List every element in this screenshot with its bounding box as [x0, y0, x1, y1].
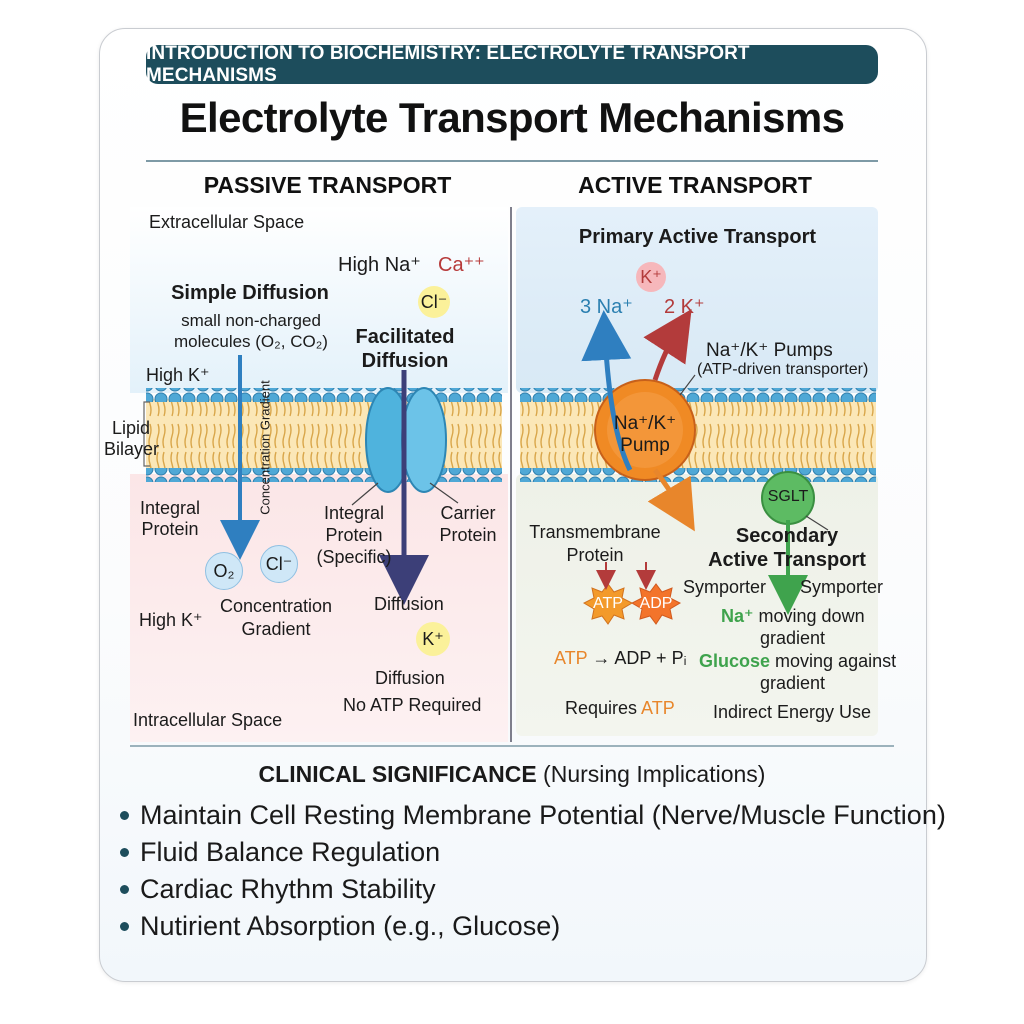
- transmembrane-line2: Protein: [566, 545, 624, 565]
- three-na-label: 3 Na⁺: [580, 296, 633, 318]
- diffusion-label-2: Diffusion: [375, 668, 445, 688]
- adp-burst-label: ADP: [639, 595, 673, 612]
- list-item: Nutirient Absorption (e.g., Glucose): [118, 908, 946, 945]
- integral-specific-line2: Protein: [325, 525, 383, 545]
- symporter-right-label: Symporter: [800, 577, 884, 597]
- k-ion: K⁺: [416, 622, 450, 656]
- na-moving-suffix: moving down: [753, 606, 865, 626]
- pump-label-line2: Pump: [620, 435, 670, 456]
- clinical-item-text: Cardiac Rhythm Stability: [140, 874, 436, 904]
- cl-ion-top: Cl⁻: [418, 286, 450, 318]
- transmembrane-line1: Transmembrane: [529, 522, 661, 542]
- requires-atp-word: ATP: [641, 698, 675, 718]
- page-title: Electrolyte Transport Mechanisms: [179, 94, 845, 141]
- pumps-label-line2: (ATP-driven transporter): [697, 361, 869, 378]
- glucose-prefix: Glucose: [699, 651, 771, 671]
- clinical-list: Maintain Cell Resting Membrane Potential…: [118, 797, 946, 945]
- integral-protein-line2: Protein: [141, 519, 199, 539]
- na-moving-prefix: Na⁺: [721, 606, 754, 626]
- title-divider: [146, 160, 878, 162]
- carrier-protein-line2: Protein: [439, 525, 497, 545]
- o2-molecule: O₂: [205, 552, 243, 590]
- passive-transport-heading: PASSIVE TRANSPORT: [203, 172, 452, 198]
- clinical-title-bold: CLINICAL SIGNIFICANCE: [258, 761, 537, 787]
- active-transport-heading: ACTIVE TRANSPORT: [578, 172, 812, 198]
- list-item: Cardiac Rhythm Stability: [118, 871, 946, 908]
- atp-reaction: ATP → ADP + Pᵢ: [554, 648, 686, 669]
- cl-ion-bottom: Cl⁻: [260, 545, 298, 583]
- requires-prefix: Requires: [565, 698, 642, 718]
- na-moving-down: Na⁺ moving down: [721, 606, 865, 627]
- ca-label: Ca⁺⁺: [438, 254, 485, 276]
- high-na-label: High Na⁺: [338, 254, 421, 276]
- gradient-label-2: gradient: [760, 673, 826, 693]
- secondary-active-line2: Active Transport: [708, 549, 866, 571]
- gradient-label-1: gradient: [760, 628, 826, 648]
- facilitated-diffusion-line2: Diffusion: [361, 350, 449, 372]
- atp-reaction-rest: → ADP + Pᵢ: [587, 648, 687, 668]
- indirect-energy-label: Indirect Energy Use: [713, 702, 872, 722]
- carrier-protein-line1: Carrier: [440, 503, 496, 523]
- concentration-gradient-vertical: Concentration Gradient: [257, 380, 273, 515]
- facilitated-diffusion-line1: Facilitated: [355, 326, 455, 348]
- bullet-icon: [120, 922, 129, 931]
- k-ion-active: K⁺: [636, 262, 666, 292]
- high-k-bottom-label: High K⁺: [139, 610, 203, 630]
- pump-label-line1: Na⁺/K⁺: [613, 413, 677, 434]
- list-item: Maintain Cell Resting Membrane Potential…: [118, 797, 946, 834]
- secondary-active-line1: Secondary: [735, 525, 839, 547]
- clinical-item-text: Fluid Balance Regulation: [140, 837, 441, 867]
- symporter-left-label: Symporter: [683, 577, 767, 597]
- intracellular-label: Intracellular Space: [133, 710, 283, 730]
- clinical-significance-title: CLINICAL SIGNIFICANCE (Nursing Implicati…: [100, 761, 924, 788]
- atp-reaction-atp: ATP: [554, 648, 588, 668]
- extracellular-label: Extracellular Space: [149, 212, 305, 232]
- high-k-top-label: High K⁺: [146, 365, 210, 385]
- clinical-title-rest: (Nursing Implications): [536, 761, 766, 787]
- bullet-icon: [120, 885, 129, 894]
- clinical-item-text: Maintain Cell Resting Membrane Potential…: [140, 800, 946, 830]
- bullet-icon: [120, 811, 129, 820]
- bullet-icon: [120, 848, 129, 857]
- concentration-gradient-line2: Gradient: [241, 619, 311, 639]
- bilayer-label: Bilayer: [104, 439, 160, 459]
- atp-burst-label: ATP: [593, 595, 623, 612]
- glucose-moving-against: Glucose moving against: [699, 651, 896, 672]
- lipid-label: Lipid: [112, 418, 151, 438]
- small-molecules-line1: small non-charged: [181, 311, 321, 330]
- diffusion-label-1: Diffusion: [374, 594, 444, 614]
- sglt-label: SGLT: [767, 488, 809, 505]
- list-item: Fluid Balance Regulation: [118, 834, 946, 871]
- requires-atp: Requires ATP: [565, 698, 675, 719]
- clinical-item-text: Nutirient Absorption (e.g., Glucose): [140, 911, 561, 941]
- glucose-suffix: moving against: [770, 651, 897, 671]
- simple-diffusion-title: Simple Diffusion: [171, 282, 329, 304]
- integral-specific-line1: Integral: [323, 503, 385, 523]
- integral-protein-line1: Integral: [139, 498, 201, 518]
- pumps-label-line1: Na⁺/K⁺ Pumps: [706, 340, 833, 361]
- integral-specific-line3: (Specific): [316, 547, 392, 567]
- no-atp-label: No ATP Required: [343, 695, 482, 715]
- two-k-label: 2 K⁺: [664, 296, 705, 318]
- primary-active-title: Primary Active Transport: [578, 226, 817, 248]
- small-molecules-line2: molecules (O₂, CO₂): [174, 332, 328, 351]
- course-banner: INTRODUCTION TO BIOCHEMISTRY: ELECTROLYT…: [146, 43, 878, 86]
- concentration-gradient-line1: Concentration: [219, 596, 333, 616]
